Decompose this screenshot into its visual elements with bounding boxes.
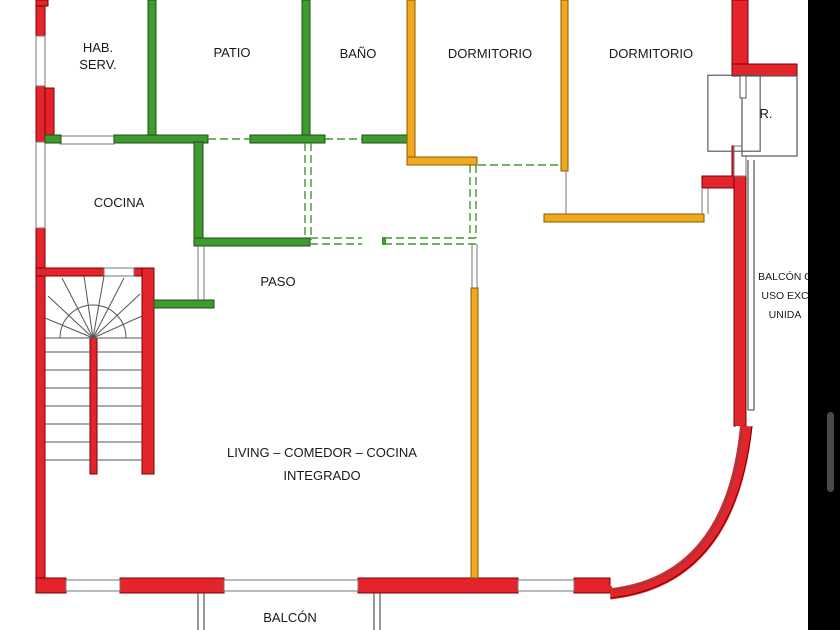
side-balcony-outline	[747, 160, 755, 411]
label-bano: BAÑO	[340, 46, 377, 61]
scrollbar-thumb[interactable]	[827, 412, 834, 492]
right-margin	[808, 0, 840, 630]
removable-walls	[44, 0, 409, 309]
partial-wall-thin-links	[197, 171, 709, 300]
partial-walls	[406, 0, 705, 579]
label-dormitorio-1: DORMITORIO	[448, 46, 532, 61]
label-dormitorio-2: DORMITORIO	[609, 46, 693, 61]
curved-corner-wall	[609, 425, 753, 600]
label-hab-serv-line-2: SERV.	[79, 57, 117, 72]
label-balcon-uso-line-1: BALCÓN C	[758, 270, 812, 283]
windows	[35, 35, 747, 592]
label-r: R.	[760, 106, 773, 121]
bottom-balcony-outline	[197, 593, 381, 630]
room-labels: HAB. SERV. PATIO BAÑO DORMITORIO DORMITO…	[79, 40, 812, 625]
plan-paper	[0, 0, 808, 630]
label-living-line-1: LIVING – COMEDOR – COCINA	[227, 445, 417, 460]
dashed-wall-end-mark	[382, 237, 386, 245]
label-living-line-2: INTEGRADO	[283, 468, 360, 483]
label-paso: PASO	[260, 274, 295, 289]
label-balcon-uso-line-2: USO EXC	[761, 290, 809, 302]
staircase	[44, 275, 143, 461]
label-balcon: BALCÓN	[263, 610, 316, 625]
label-hab-serv-line-1: HAB.	[83, 40, 113, 55]
label-cocina: COCINA	[94, 195, 145, 210]
label-balcon-uso-line-3: UNIDA	[769, 309, 802, 321]
exterior-walls	[35, 0, 798, 594]
label-patio: PATIO	[213, 45, 250, 60]
storage-r-box	[707, 74, 798, 157]
proposed-walls-dashed	[208, 138, 562, 245]
